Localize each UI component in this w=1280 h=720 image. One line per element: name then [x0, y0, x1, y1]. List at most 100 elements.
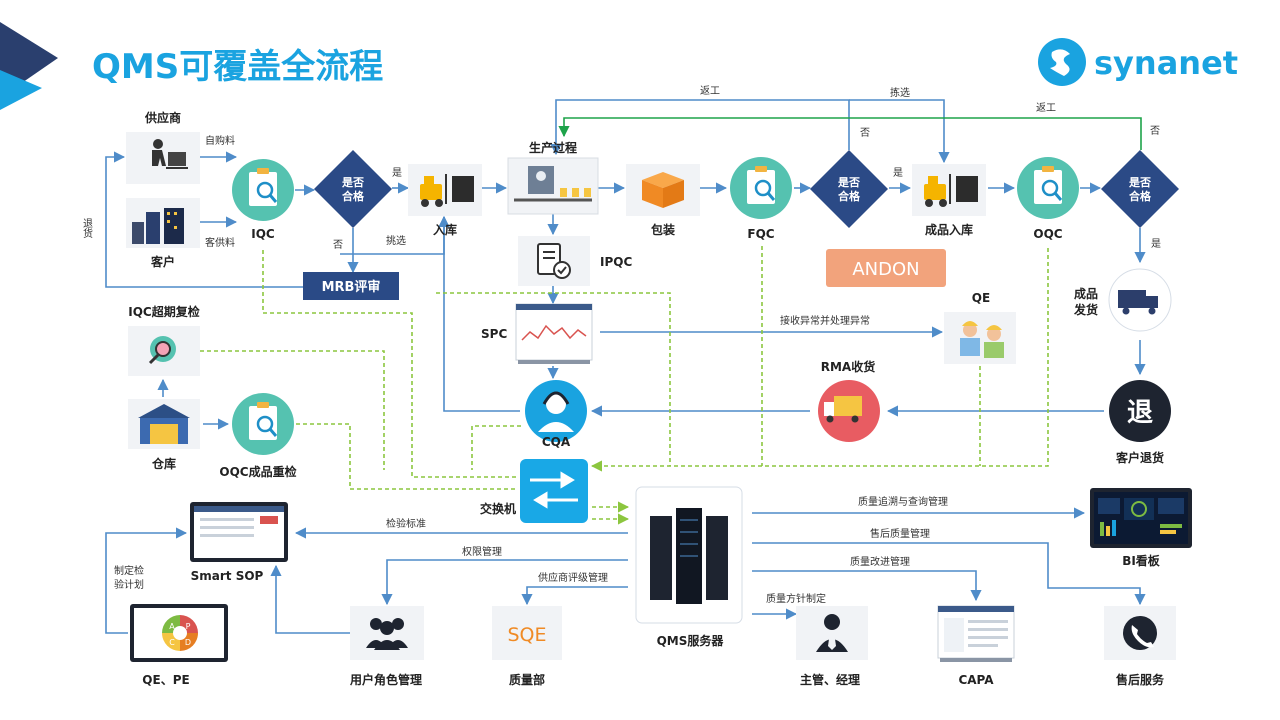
qe-node: QE	[944, 291, 1016, 364]
aftersale-service-node: 售后服务	[1104, 606, 1176, 687]
rma-label: RMA收货	[821, 359, 875, 374]
phone-icon	[1123, 616, 1157, 650]
customer-return-node: 退 客户退货	[1109, 380, 1171, 465]
iqc-recheck-node: IQC超期复检	[128, 304, 200, 376]
no-3-label: 否	[1150, 125, 1160, 137]
production-node: 生产过程	[507, 140, 599, 215]
magnifier-icon	[256, 415, 274, 433]
spc-label: SPC	[481, 327, 507, 341]
switch-arrows-icon	[530, 471, 578, 509]
switch-label: 交换机	[480, 501, 516, 516]
decision-2-line2: 合格	[838, 189, 861, 203]
warehouse-node: 仓库	[128, 399, 200, 471]
return-goods-label: 退货	[81, 218, 93, 239]
switch-node: 交换机	[480, 459, 588, 523]
oqc-recheck-node: OQC成品重检	[219, 393, 297, 479]
policy-label: 质量方针制定	[766, 592, 826, 605]
fqc-node: FQC	[730, 157, 792, 241]
finished-inbound-node: 成品入库	[912, 164, 986, 237]
iqc-node: IQC	[232, 159, 294, 241]
server-rack-icon	[650, 508, 728, 604]
support-agent-icon	[546, 394, 566, 414]
decision-1: 是否 合格	[314, 150, 392, 228]
packaging-node: 包装	[626, 164, 700, 237]
brand-name: synanet	[1094, 44, 1238, 82]
inbound-label: 入库	[433, 222, 457, 237]
finished-inbound-label: 成品入库	[925, 222, 973, 237]
spc-chart-icon	[521, 324, 587, 341]
plan-label-1: 制定检	[114, 564, 144, 577]
oqc-label: OQC	[1033, 227, 1062, 241]
decision-3: 是否 合格	[1101, 150, 1179, 228]
spc-qe-label: 接收异常并处理异常	[780, 314, 870, 327]
ipqc-label: IPQC	[600, 255, 632, 269]
customer-node: 客户	[126, 198, 200, 269]
qe-pe-node: P D C A QE、PE	[130, 604, 228, 687]
andon-label: ANDON	[852, 259, 919, 280]
self-purchase-label: 自购料	[205, 134, 235, 147]
shipping-label-2: 发货	[1073, 302, 1098, 317]
capa-label: CAPA	[958, 673, 994, 687]
production-line-icon	[514, 166, 592, 202]
oqc-node: OQC	[1017, 157, 1079, 241]
recheck-magnifier-icon	[155, 341, 171, 357]
manager-label: 主管、经理	[800, 672, 860, 687]
decision-1-line1: 是否	[341, 176, 364, 189]
capa-form-icon	[944, 618, 964, 652]
rma-node: RMA收货	[818, 359, 880, 442]
decision-2: 是否 合格	[810, 150, 888, 228]
forklift-icon	[420, 174, 474, 207]
inspection-std-label: 检验标准	[386, 517, 426, 530]
andon-badge: ANDON	[826, 249, 946, 287]
yes-3-label: 是	[1151, 238, 1161, 250]
qms-server-node: QMS服务器	[635, 486, 743, 648]
customer-supply-label: 客供料	[205, 236, 235, 249]
fqc-label: FQC	[747, 227, 774, 241]
pdca-d: D	[185, 638, 191, 647]
cqa-node: CQA	[525, 380, 587, 449]
spc-node: SPC	[481, 303, 593, 364]
worker-cart-icon	[152, 139, 188, 169]
yes-1-label: 是	[392, 167, 402, 179]
supplier-label: 供应商	[144, 110, 181, 125]
rma-truck-icon	[824, 396, 862, 423]
truck-icon	[1118, 290, 1158, 315]
improve-label: 质量改进管理	[850, 555, 910, 568]
iqc-label: IQC	[251, 227, 275, 241]
document-check-icon	[537, 243, 571, 279]
forklift-icon	[924, 174, 978, 207]
trace-label: 质量追溯与查询管理	[858, 495, 948, 508]
yes-2-label: 是	[893, 167, 903, 179]
warehouse-label: 仓库	[151, 456, 176, 471]
plan-label-2: 验计划	[114, 578, 144, 591]
supplier-rating-label: 供应商评级管理	[538, 571, 608, 584]
mrb-review: MRB评审	[303, 272, 399, 300]
aftersale-service-label: 售后服务	[1116, 672, 1165, 687]
smart-sop-label: Smart SOP	[191, 569, 264, 583]
manager-node: 主管、经理	[796, 606, 868, 687]
sqe-text: SQE	[507, 624, 546, 646]
user-role-node: 用户角色管理	[349, 606, 424, 687]
oqc-recheck-label: OQC成品重检	[219, 464, 296, 479]
customer-return-label: 客户退货	[1115, 450, 1164, 465]
inbound-node: 入库	[408, 164, 482, 237]
users-group-icon	[366, 618, 408, 650]
return-icon: 退	[1127, 398, 1153, 428]
pdca-wheel-icon: P D C A	[162, 615, 198, 651]
page-title: QMS可覆盖全流程	[92, 47, 383, 87]
permission-label: 权限管理	[462, 545, 502, 558]
box-icon	[642, 172, 684, 208]
decision-1-line2: 合格	[342, 189, 365, 203]
customer-label: 客户	[150, 254, 175, 269]
synanet-logo: synanet	[1038, 38, 1238, 86]
decision-3-line2: 合格	[1129, 189, 1152, 203]
rework-top-label: 返工	[700, 85, 720, 97]
qe-pe-label: QE、PE	[142, 673, 189, 687]
magnifier-icon	[754, 179, 772, 197]
magnifier-icon	[1041, 179, 1059, 197]
qms-server-label: QMS服务器	[657, 633, 725, 648]
pdca-p: P	[186, 622, 191, 631]
pick-1-label: 挑选	[386, 234, 406, 247]
pdca-c: C	[169, 638, 175, 647]
